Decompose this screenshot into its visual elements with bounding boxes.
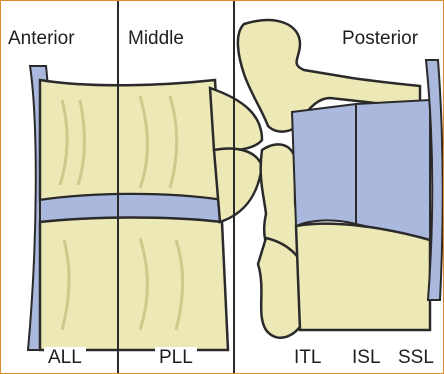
label-posterior: Posterior [338, 28, 422, 49]
label-isl: ISL [348, 347, 385, 368]
label-pll: PLL [155, 347, 197, 368]
lower-pedicle [214, 149, 262, 222]
label-ssl: SSL [394, 347, 438, 368]
interspinous-ligament [292, 104, 356, 226]
lower-posterior-block [296, 224, 430, 330]
label-itl: ITL [290, 347, 325, 368]
label-all: ALL [44, 347, 86, 368]
label-middle: Middle [124, 28, 188, 49]
supraspinous-ligament [356, 100, 430, 240]
label-anterior: Anterior [4, 28, 79, 49]
